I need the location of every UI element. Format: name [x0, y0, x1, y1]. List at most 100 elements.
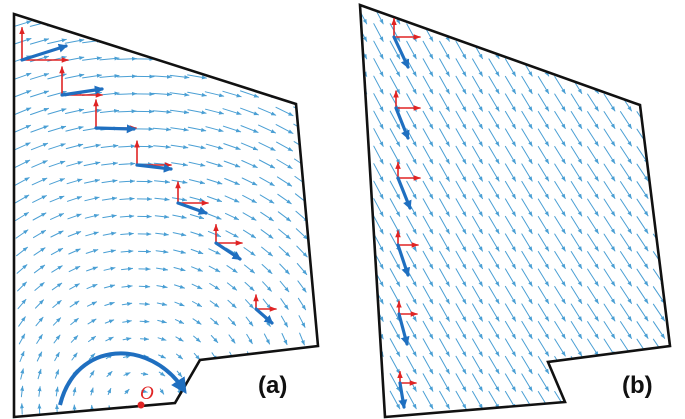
field-arrow [439, 320, 450, 340]
field-arrow [620, 216, 632, 234]
field-arrow [154, 197, 170, 202]
field-arrow [488, 268, 500, 287]
field-arrow [504, 75, 517, 95]
field-arrow [226, 282, 238, 291]
field-arrow [537, 128, 550, 147]
field-arrow [258, 159, 276, 169]
field-arrow [554, 111, 566, 129]
field-arrow [521, 75, 533, 95]
field-arrow [554, 321, 566, 339]
field-arrow [187, 74, 207, 80]
field-arrow [86, 266, 98, 272]
field-arrow [29, 38, 50, 45]
field-arrow [455, 320, 467, 340]
field-arrow [422, 390, 434, 410]
field-arrow [389, 250, 401, 270]
field-arrow [360, 250, 368, 270]
field-arrow [620, 146, 632, 164]
field-arrow [298, 315, 306, 328]
field-arrow [406, 110, 417, 130]
field-arrow [171, 197, 188, 202]
field-arrow [52, 300, 62, 308]
field-arrow [50, 213, 64, 220]
field-arrow [277, 193, 292, 205]
field-arrow [603, 128, 616, 147]
field-arrow [521, 163, 533, 182]
principal-direction-arrow [392, 35, 410, 69]
field-arrow [554, 23, 566, 42]
field-arrow [152, 39, 172, 44]
field-arrow [587, 23, 599, 42]
field-arrow [33, 264, 46, 274]
field-arrow [620, 181, 632, 199]
field-arrow [169, 22, 190, 27]
origin-label: O [140, 383, 154, 404]
field-arrow [14, 159, 31, 169]
field-arrow [521, 110, 533, 130]
field-arrow [620, 356, 632, 374]
field-arrow [504, 23, 517, 42]
field-arrow [222, 21, 242, 28]
field-arrow [472, 338, 483, 357]
field-arrow [439, 5, 450, 25]
field-arrow [488, 303, 500, 322]
field-arrow [261, 246, 273, 257]
field-arrow [587, 303, 599, 322]
field-arrow [636, 6, 649, 24]
field-arrow [87, 318, 97, 325]
field-arrow [504, 180, 517, 200]
field-arrow [173, 249, 186, 254]
field-arrow [620, 128, 632, 147]
field-arrow [208, 265, 221, 273]
field-arrow [439, 373, 450, 392]
field-arrow [280, 298, 289, 310]
field-arrow [652, 391, 666, 409]
field-arrow [117, 39, 137, 44]
field-arrow [603, 373, 616, 392]
field-arrow [389, 180, 401, 200]
principal-direction-arrow [176, 201, 208, 215]
field-arrow [620, 198, 632, 217]
field-arrow [119, 196, 135, 201]
field-arrow [554, 181, 566, 199]
principal-direction-arrow [20, 43, 68, 62]
field-arrow [373, 128, 384, 147]
field-arrow [257, 37, 277, 46]
field-arrow [159, 388, 165, 395]
field-arrow [521, 5, 533, 25]
field-arrow [103, 249, 116, 254]
field-arrow [246, 333, 253, 345]
field-arrow [455, 390, 467, 410]
field-arrow [537, 111, 550, 129]
field-arrow [105, 336, 114, 342]
field-arrow [117, 74, 137, 79]
field-arrow [118, 144, 136, 149]
field-arrow [439, 40, 450, 60]
field-arrow [636, 338, 649, 357]
field-arrow [620, 303, 632, 322]
field-arrow [117, 109, 137, 114]
field-arrow [570, 321, 583, 339]
field-arrow [603, 163, 616, 182]
field-arrow [389, 58, 401, 77]
field-arrow [521, 233, 533, 252]
field-arrow [603, 23, 616, 42]
field-arrow [603, 6, 616, 24]
field-arrow [152, 92, 172, 97]
field-arrow [188, 144, 206, 150]
field-arrow [107, 388, 112, 395]
field-arrow [84, 178, 100, 184]
field-arrow [222, 108, 242, 115]
field-arrow [30, 107, 49, 116]
field-arrow [14, 142, 31, 151]
field-arrow [300, 384, 305, 399]
field-arrow [360, 5, 368, 25]
principal-direction-arrow [135, 163, 173, 173]
field-arrow [293, 123, 311, 135]
field-arrow [439, 23, 450, 42]
field-arrow [209, 283, 220, 290]
field-arrow [260, 229, 274, 239]
field-arrow [389, 268, 401, 287]
field-arrow [35, 299, 44, 309]
field-arrow [99, 91, 120, 96]
